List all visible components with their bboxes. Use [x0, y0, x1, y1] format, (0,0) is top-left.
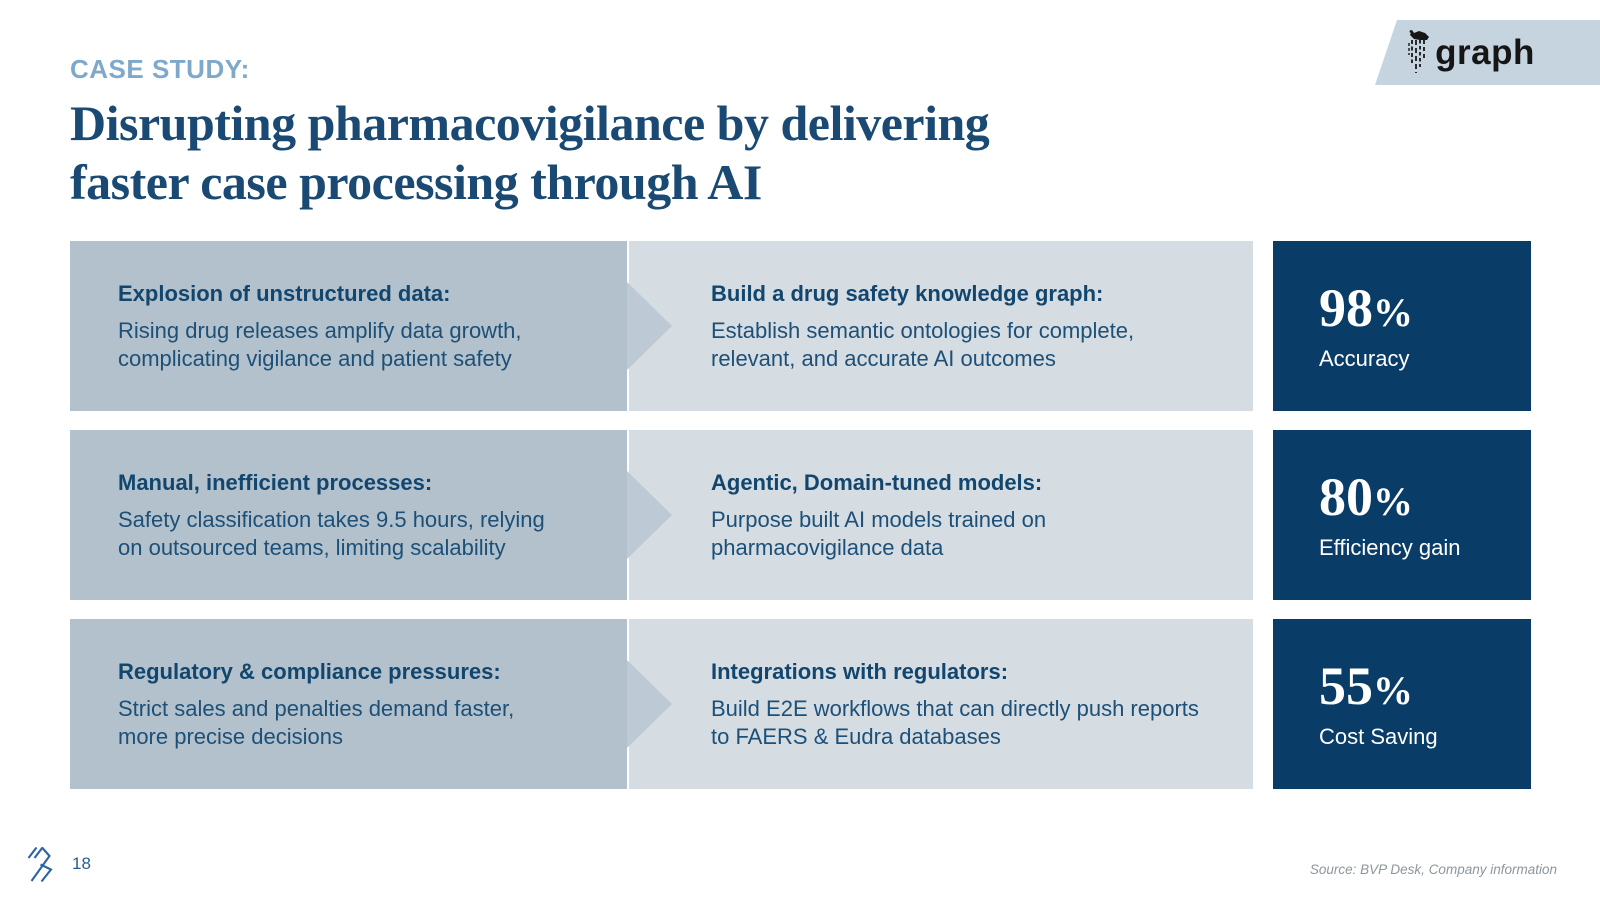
bvp-slashes-logo — [27, 846, 53, 883]
problem-body: Strict sales and penalties demand faster… — [118, 695, 515, 749]
problem-box: Explosion of unstructured data: Rising d… — [70, 241, 627, 411]
percent-sign: % — [1373, 479, 1413, 524]
row-manual-processes: Manual, inefficient processes: Safety cl… — [70, 430, 1531, 600]
row-explosion-of-data: Explosion of unstructured data: Rising d… — [70, 241, 1531, 411]
content-rows: Explosion of unstructured data: Rising d… — [70, 241, 1531, 808]
title-line-1: Disrupting pharmacovigilance by deliveri… — [70, 95, 990, 151]
problem-body: Rising drug releases amplify data growth… — [118, 317, 522, 371]
problem-title: Explosion of unstructured data: — [118, 280, 451, 306]
solution-title: Agentic, Domain-tuned models: — [711, 469, 1043, 495]
row-regulatory-pressures: Regulatory & compliance pressures: Stric… — [70, 619, 1531, 789]
stat-label: Accuracy — [1319, 346, 1410, 371]
solution-box: Build a drug safety knowledge graph: Est… — [629, 241, 1253, 411]
page-number: 18 — [72, 854, 91, 873]
solution-title: Build a drug safety knowledge graph: — [711, 280, 1104, 306]
problem-box: Regulatory & compliance pressures: Stric… — [70, 619, 627, 789]
page-title: Disrupting pharmacovigilance by deliveri… — [70, 94, 1270, 212]
solution-title: Integrations with regulators: — [711, 658, 1009, 684]
problem-body: Safety classification takes 9.5 hours, r… — [118, 506, 545, 560]
solution-box: Integrations with regulators: Build E2E … — [629, 619, 1253, 789]
stat-label: Efficiency gain — [1319, 535, 1461, 560]
problem-title: Manual, inefficient processes: — [118, 469, 433, 495]
title-line-2: faster case processing through AI — [70, 154, 762, 210]
brand-wordmark: graph — [1435, 33, 1535, 72]
chevron-right-icon — [627, 471, 672, 559]
solution-body: Build E2E workflows that can directly pu… — [711, 695, 1199, 749]
solution-box: Agentic, Domain-tuned models: Purpose bu… — [629, 430, 1253, 600]
percent-sign: % — [1373, 290, 1413, 335]
stat-box: 80% Efficiency gain — [1273, 430, 1531, 600]
percent-sign: % — [1373, 668, 1413, 713]
stat-value: 98% — [1319, 278, 1413, 338]
stat-label: Cost Saving — [1319, 724, 1438, 749]
stat-box: 98% Accuracy — [1273, 241, 1531, 411]
stat-value: 55% — [1319, 656, 1413, 716]
chevron-right-icon — [627, 282, 672, 370]
kicker-label: CASE STUDY: — [70, 54, 250, 84]
solution-body: Establish semantic ontologies for comple… — [711, 317, 1135, 371]
brand-banner: graph — [1375, 20, 1600, 85]
stat-value: 80% — [1319, 467, 1413, 527]
source-note: Source: BVP Desk, Company information — [1309, 862, 1557, 877]
giraffe-icon — [1408, 29, 1430, 73]
problem-box: Manual, inefficient processes: Safety cl… — [70, 430, 627, 600]
problem-title: Regulatory & compliance pressures: — [118, 658, 501, 684]
chevron-right-icon — [627, 660, 672, 748]
solution-body: Purpose built AI models trained on pharm… — [711, 506, 1047, 560]
stat-box: 55% Cost Saving — [1273, 619, 1531, 789]
